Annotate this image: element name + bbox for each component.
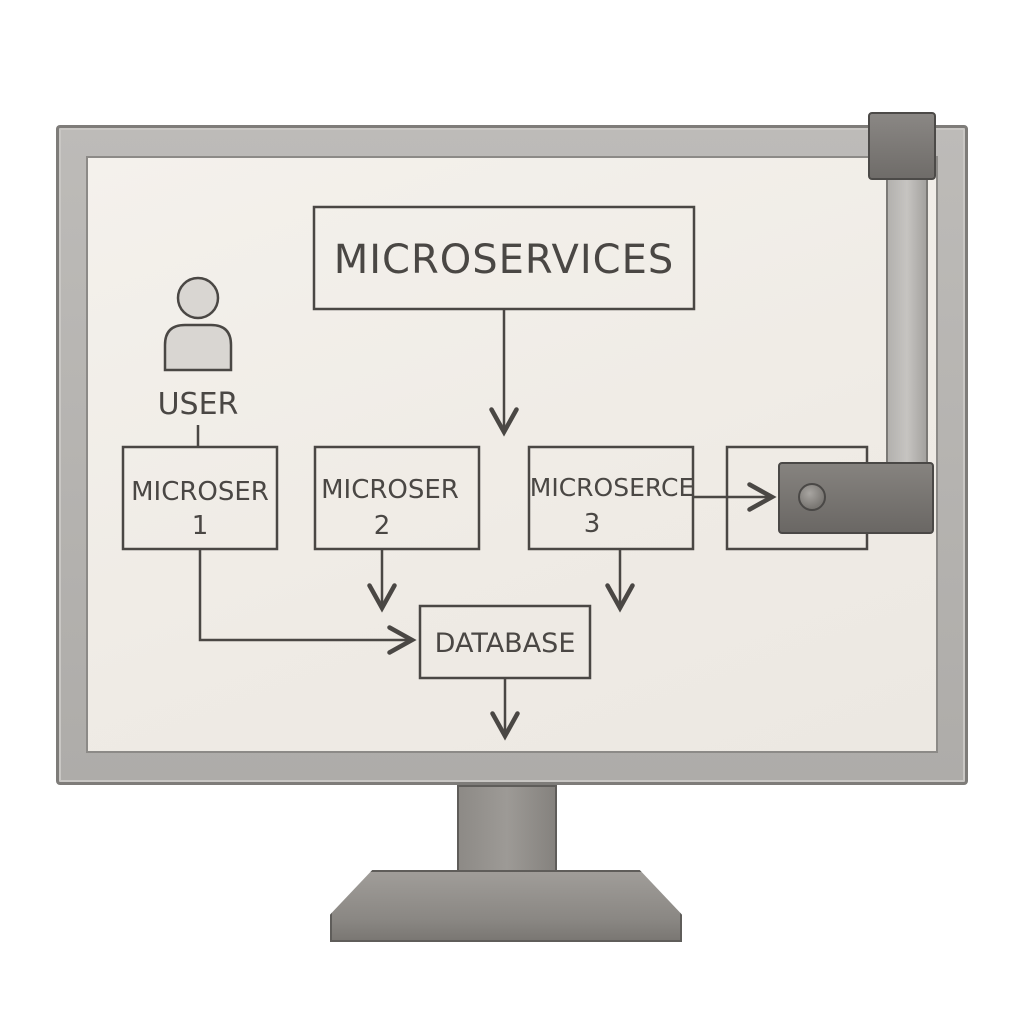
service-1-number: 1 (192, 511, 209, 541)
database-label: DATABASE (435, 628, 576, 659)
title-box-label: MICROSERVICES (334, 237, 675, 283)
clamp-icon (868, 112, 936, 180)
service-3-name: MICROSERCE (530, 473, 695, 502)
service-1-name: MICROSER (131, 477, 269, 507)
service-box-2: MICROSER 2 (313, 445, 481, 551)
service-3-number: 3 (584, 509, 601, 539)
clamp-knob-icon (798, 483, 826, 511)
microservices-title-box: MICROSERVICES (312, 205, 696, 311)
database-box: DATABASE (418, 604, 592, 680)
user-icon (163, 276, 233, 372)
service-2-name: MICROSER (321, 475, 459, 505)
service-2-number: 2 (374, 511, 391, 541)
user-label: USER (158, 387, 239, 422)
service-box-3: MICROSERCE 3 (527, 445, 695, 551)
clamp-arm (886, 176, 928, 466)
service-box-1: MICROSER 1 (121, 445, 279, 551)
service1-to-database-arrow (198, 549, 417, 655)
monitor-stand-base (330, 870, 682, 942)
monitor-screen (86, 156, 938, 753)
